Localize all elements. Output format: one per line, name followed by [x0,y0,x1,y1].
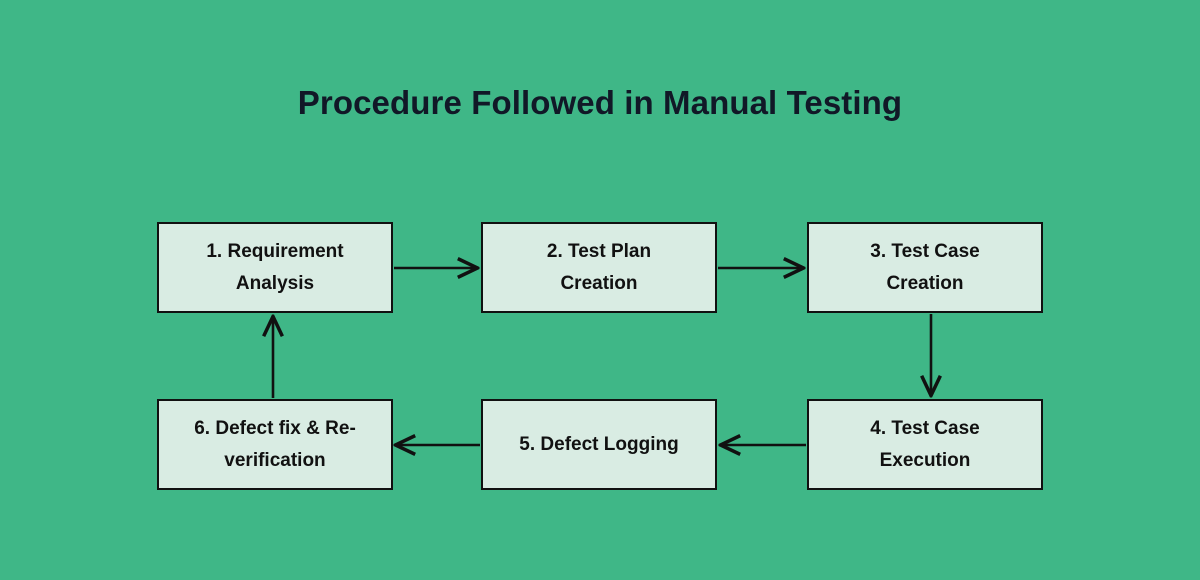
flow-node-test-case-creation[interactable]: 3. Test Case Creation [807,222,1043,313]
flow-node-defect-logging[interactable]: 5. Defect Logging [481,399,717,490]
flow-node-label: 6. Defect fix & Re- verification [194,417,356,471]
page-title: Procedure Followed in Manual Testing [297,84,903,121]
flow-node-label: 3. Test Case Creation [870,240,980,294]
flow-node-label: 2. Test Plan Creation [546,240,652,294]
flow-node-label: 1. Requirement Analysis [206,240,344,294]
flow-node-label: 4. Test Case Execution [870,417,980,471]
flow-node-label: 5. Defect Logging [519,433,679,455]
flow-node-test-case-execution[interactable]: 4. Test Case Execution [807,399,1043,490]
flow-node-defect-fix-reverification[interactable]: 6. Defect fix & Re- verification [157,399,393,490]
flow-node-requirement-analysis[interactable]: 1. Requirement Analysis [157,222,393,313]
flow-node-test-plan-creation[interactable]: 2. Test Plan Creation [481,222,717,313]
